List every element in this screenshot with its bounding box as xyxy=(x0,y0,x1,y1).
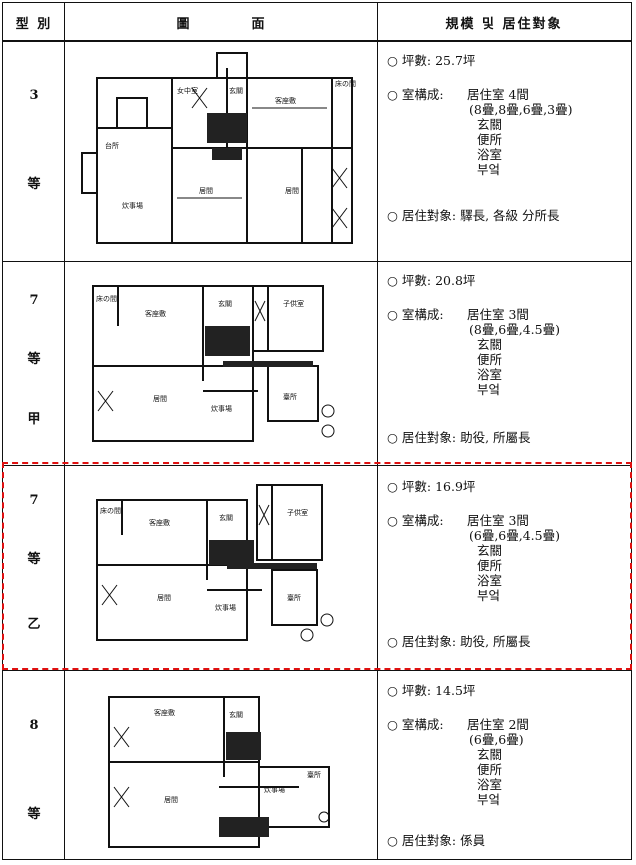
floor-plan-7a: 床の間 客座敷 玄關 子供室 居間 炊事場 臺所 xyxy=(92,285,335,442)
grade-number: 7 xyxy=(29,293,39,308)
plan-label: 床の間 xyxy=(100,506,121,515)
plan-label: 玄關 xyxy=(218,299,232,308)
plan-label: 炊事場 xyxy=(122,201,143,210)
area-text: ○ 坪數: 16.9坪 xyxy=(387,479,476,494)
grade-number: 8 xyxy=(29,718,39,733)
room-item: 浴室 xyxy=(477,573,503,588)
grade-subtype: 乙 xyxy=(27,617,41,632)
rooms-label: ○ 室構成: xyxy=(387,717,444,732)
highlight-box xyxy=(2,462,632,670)
plan-label: 居間 xyxy=(157,594,171,602)
floor-plan-7b: 床の間 客座敷 玄關 子供室 居間 炊事場 臺所 xyxy=(96,484,334,642)
area-text: ○ 坪數: 25.7坪 xyxy=(387,53,476,68)
plan-label: 居間 xyxy=(164,796,178,804)
area-text: ○ 坪數: 20.8坪 xyxy=(387,273,476,288)
row-divider xyxy=(3,261,631,262)
plan-label: 客座敷 xyxy=(154,708,175,717)
plan-label: 子供室 xyxy=(287,508,308,517)
room-item: 부엌 xyxy=(477,382,501,397)
plan-label: 子供室 xyxy=(283,299,304,308)
occupants-text: ○ 居住對象: 係員 xyxy=(387,833,486,848)
plan-label: 炊事場 xyxy=(264,785,285,794)
occupants-text: ○ 居住對象: 驛長, 各級 分所長 xyxy=(387,208,560,223)
rooms-label: ○ 室構成: xyxy=(387,87,444,102)
room-item: (8疊,8疊,6疊,3疊) xyxy=(469,102,573,117)
grade-subtype: 甲 xyxy=(27,412,41,427)
room-item: 玄關 xyxy=(477,337,503,352)
room-item: 浴室 xyxy=(477,147,503,162)
rooms-label: ○ 室構成: xyxy=(387,513,444,528)
room-item: 부엌 xyxy=(477,792,501,807)
plan-label: 炊事場 xyxy=(215,603,236,612)
room-item: 부엌 xyxy=(477,162,501,177)
room-item: 便所 xyxy=(477,352,503,367)
plan-label: 臺所 xyxy=(307,770,321,779)
row-info: ○ 坪數: 14.5坪 ○ 室構成: 居住室 2間 (6疊,6疊) 玄關 便所 … xyxy=(381,683,629,858)
plan-label: 居間 xyxy=(199,187,213,195)
room-item: 부엌 xyxy=(477,588,501,603)
row-divider xyxy=(3,465,631,466)
rooms-label: ○ 室構成: xyxy=(387,307,444,322)
plan-label: 床の間 xyxy=(335,79,356,88)
room-item: 玄關 xyxy=(477,543,503,558)
grade-number: 3 xyxy=(29,88,39,103)
plan-label: 居間 xyxy=(285,187,299,195)
column-divider xyxy=(377,3,378,859)
plan-label: 客座敷 xyxy=(275,96,296,105)
plan-label: 客座敷 xyxy=(149,518,170,527)
room-item: 居住室 2間 xyxy=(467,717,529,732)
room-item: 居住室 3間 xyxy=(467,307,529,322)
plan-label: 玄關 xyxy=(219,513,233,522)
row-info: ○ 坪數: 16.9坪 ○ 室構成: 居住室 3間 (6疊,6疊,4.5疊) 玄… xyxy=(381,479,629,664)
row-divider xyxy=(3,670,631,671)
area-text: ○ 坪數: 14.5坪 xyxy=(387,683,476,698)
room-item: 玄關 xyxy=(477,117,503,132)
header-type: 型 別 xyxy=(15,16,53,32)
plan-label: 臺所 xyxy=(287,593,301,602)
plan-label: 女中室 xyxy=(177,86,198,95)
header-scale: 規模 및 居住對象 xyxy=(445,16,563,32)
grade-suffix: 等 xyxy=(27,807,41,822)
room-item: 便所 xyxy=(477,762,503,777)
room-item: 便所 xyxy=(477,132,503,147)
room-item: (6疊,6疊,4.5疊) xyxy=(469,528,560,543)
plan-label: 台所 xyxy=(105,141,119,150)
grade-suffix: 等 xyxy=(27,352,41,367)
room-item: 浴室 xyxy=(477,367,503,382)
plan-label: 玄關 xyxy=(229,86,243,95)
grade-suffix: 等 xyxy=(27,177,41,192)
room-item: 便所 xyxy=(477,558,503,573)
room-item: (8疊,6疊,4.5疊) xyxy=(469,322,560,337)
room-item: 浴室 xyxy=(477,777,503,792)
row-info: ○ 坪數: 20.8坪 ○ 室構成: 居住室 3間 (8疊,6疊,4.5疊) 玄… xyxy=(381,273,629,458)
plan-label: 床の間 xyxy=(96,294,117,303)
header-plan: 圖 面 xyxy=(176,16,267,32)
plan-label: 客座敷 xyxy=(145,309,166,318)
occupants-text: ○ 居住對象: 助役, 所屬長 xyxy=(387,634,531,649)
row-info: ○ 坪數: 25.7坪 ○ 室構成: 居住室 4間 (8疊,8疊,6疊,3疊) … xyxy=(381,53,629,253)
plan-label: 居間 xyxy=(153,395,167,403)
plan-label: 玄關 xyxy=(229,710,243,719)
floor-plan-3: 女中室 玄關 客座敷 居間 居間 台所 炊事場 床の間 xyxy=(81,52,356,244)
room-item: 玄關 xyxy=(477,747,503,762)
room-item: 居住室 3間 xyxy=(467,513,529,528)
header-divider xyxy=(3,40,631,42)
floor-plan-8: 客座敷 玄關 居間 炊事場 臺所 xyxy=(108,696,330,848)
occupants-text: ○ 居住對象: 助役, 所屬長 xyxy=(387,430,531,445)
plan-label: 臺所 xyxy=(283,392,297,401)
room-item: 居住室 4間 xyxy=(467,87,529,102)
room-item: (6疊,6疊) xyxy=(469,732,524,747)
column-divider xyxy=(64,3,65,859)
plan-label: 炊事場 xyxy=(211,404,232,413)
grade-number: 7 xyxy=(29,493,39,508)
grade-suffix: 等 xyxy=(27,552,41,567)
